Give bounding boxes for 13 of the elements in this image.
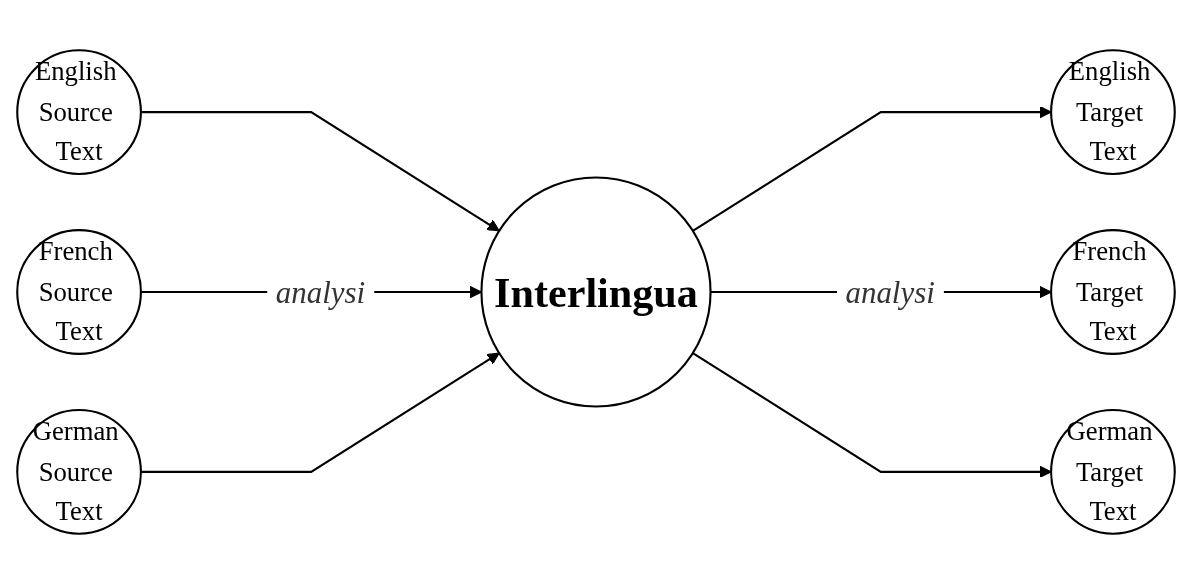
arrow — [140, 111, 500, 232]
arrow — [692, 105, 1052, 232]
node-circle: French Target Text — [1050, 229, 1176, 355]
node-circle: German Target Text — [1050, 409, 1176, 535]
node-circle: German Source Text — [16, 409, 142, 535]
arrow — [692, 352, 1052, 479]
node-circle: French Source Text — [16, 229, 142, 355]
node-circle: Interlingua — [480, 176, 712, 408]
node-circle: English Target Text — [1050, 49, 1176, 175]
node-circle: English Source Text — [16, 49, 142, 175]
edge-label: analysi — [845, 274, 935, 310]
edge-label: analysi — [275, 274, 366, 310]
arrow — [140, 352, 500, 473]
